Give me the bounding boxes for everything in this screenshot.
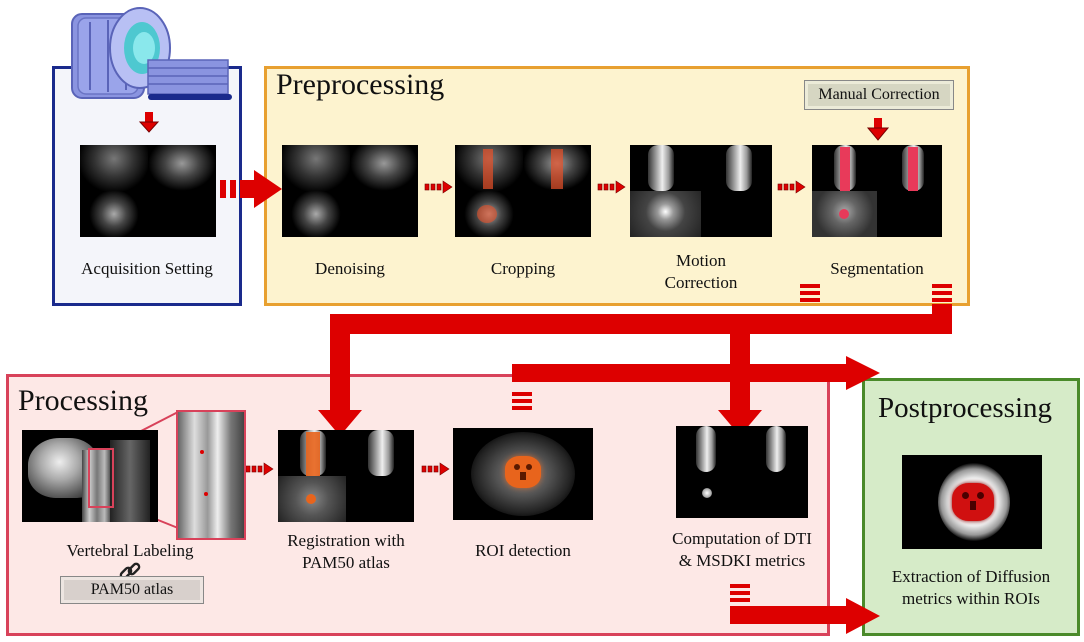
- cropping-label: Cropping: [490, 259, 556, 278]
- computation-image: [676, 426, 808, 518]
- postprocessing-label-2: metrics within ROIs: [902, 589, 1040, 608]
- registration-image: [278, 430, 414, 522]
- roi-detection-image: [453, 428, 593, 520]
- postprocessing-label-1: Extraction of Diffusion: [891, 567, 1051, 586]
- registration-label-1: Registration with: [287, 531, 405, 550]
- vertebral-zoom-image: [176, 410, 246, 540]
- denoising-label: Denoising: [315, 259, 385, 278]
- preprocessing-title: Preprocessing: [276, 68, 445, 101]
- motion-correction-label-1: Motion: [675, 251, 727, 270]
- acquisition-image: [80, 145, 216, 237]
- postprocessing-image: [902, 455, 1042, 549]
- manual-correction-tag: Manual Correction: [804, 80, 954, 110]
- segmentation-label: Segmentation: [830, 259, 924, 278]
- computation-label-1: Computation of DTI: [672, 529, 812, 548]
- motion-correction-image: [630, 145, 772, 237]
- computation-label-2: & MSDKI metrics: [678, 551, 806, 570]
- pam50-atlas-tag: PAM50 atlas: [60, 576, 204, 604]
- acquisition-label: Acquisition Setting: [81, 259, 213, 278]
- vertebral-sagittal-image: [22, 430, 158, 522]
- cropping-image: [455, 145, 591, 237]
- mri-scanner-icon: [68, 4, 238, 114]
- processing-title: Processing: [18, 384, 148, 417]
- registration-label-2: PAM50 atlas: [302, 553, 390, 572]
- motion-correction-label-2: Correction: [664, 273, 738, 292]
- segmentation-image: [812, 145, 942, 237]
- denoising-image: [282, 145, 418, 237]
- postprocessing-title: Postprocessing: [878, 392, 1052, 424]
- vertebral-labeling-label: Vertebral Labeling: [66, 541, 194, 560]
- roi-detection-label: ROI detection: [475, 541, 571, 560]
